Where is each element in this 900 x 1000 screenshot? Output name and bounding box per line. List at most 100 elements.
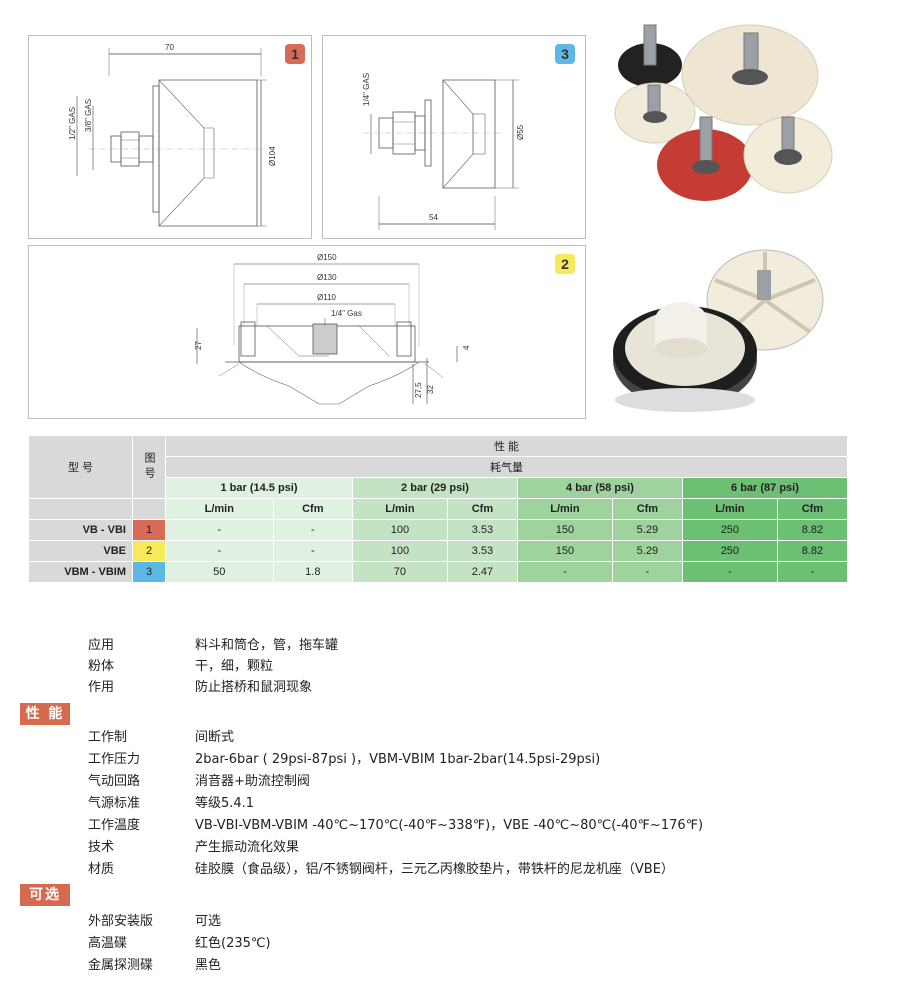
value-cell: 5.29 <box>611 540 683 562</box>
unit-header: L/min <box>516 498 613 520</box>
figure-cell: 1 <box>132 519 166 541</box>
model-cell: VBE <box>28 540 133 562</box>
model-cell: VBM - VBIM <box>28 561 133 583</box>
spec-key: 材质 <box>88 862 115 877</box>
spec-value: 间断式 <box>195 730 235 745</box>
figure-badge-2: 2 <box>555 254 575 274</box>
figure-header: 图号 <box>132 435 166 499</box>
performance-table: 型 号 图号 性 能 耗气量 1 bar (14.5 psi) 2 bar (2… <box>28 435 849 583</box>
figure-badge-1: 1 <box>285 44 305 64</box>
spec-key: 高温碟 <box>88 936 128 951</box>
performance-header: 性 能 <box>165 435 848 457</box>
pressure-header-4: 4 bar (58 psi) <box>516 477 683 499</box>
height-right-label: 4 <box>462 345 471 350</box>
unit-header: L/min <box>165 498 274 520</box>
technical-drawing-2: Ø150 Ø130 Ø110 1/4" Gas 27 4 27,5 32 <box>194 253 471 405</box>
figure-cell: 3 <box>132 561 166 583</box>
spec-key: 气源标准 <box>88 796 141 811</box>
value-cell: - <box>165 519 274 541</box>
section-options: 可选 <box>20 884 70 906</box>
drawing-panel-3: 3 1/4" GAS Ø55 54 <box>322 35 586 239</box>
thread-label: 1/4" GAS <box>362 73 371 106</box>
spec-value: 等级5.4.1 <box>195 796 255 811</box>
value-cell: 100 <box>352 519 448 541</box>
pressure-header-1: 1 bar (14.5 psi) <box>165 477 353 499</box>
spec-value: VB-VBI-VBM-VBIM -40℃~170℃(-40℉~338℉)，VBE… <box>195 818 704 833</box>
spec-value: 红色(235℃) <box>195 936 271 951</box>
value-cell: 100 <box>352 540 448 562</box>
table-row: VBM - VBIM 3 50 1.8 70 2.47 - - - - <box>28 561 849 583</box>
value-cell: 5.29 <box>611 519 683 541</box>
value-cell: 3.53 <box>446 519 518 541</box>
unit-header: L/min <box>681 498 778 520</box>
unit-header: L/min <box>352 498 448 520</box>
pressure-header-2: 2 bar (29 psi) <box>352 477 518 499</box>
spec-key: 作用 <box>88 680 115 695</box>
value-cell: 1.8 <box>272 561 354 583</box>
spec-key: 气动回路 <box>88 774 141 789</box>
spec-value: 产生振动流化效果 <box>195 840 300 855</box>
dia-outer-label: Ø150 <box>317 253 337 262</box>
technical-drawing-1: 70 Ø104 1/2" GAS 3/8" GAS <box>68 43 277 227</box>
height-b-label: 32 <box>426 385 435 394</box>
model-header: 型 号 <box>28 435 133 499</box>
table-row: VB - VBI 1 - - 100 3.53 150 5.29 250 8.8… <box>28 519 849 541</box>
drawing-panel-2: 2 Ø150 Ø130 Ø110 1/4" Gas 27 4 27,5 <box>28 245 586 419</box>
spec-value: 料斗和筒仓，管，拖车罐 <box>195 638 339 653</box>
consumption-header: 耗气量 <box>165 456 848 478</box>
table-row: VBE 2 - - 100 3.53 150 5.29 250 8.82 <box>28 540 849 562</box>
spec-value: 消音器+助流控制阀 <box>195 774 310 789</box>
value-cell: - <box>272 519 354 541</box>
value-cell: 8.82 <box>776 540 849 562</box>
spec-key: 外部安装版 <box>88 914 154 929</box>
value-cell: - <box>681 561 778 583</box>
unit-header: Cfm <box>611 498 683 520</box>
spec-value: 黑色 <box>195 958 222 973</box>
value-cell: 70 <box>352 561 448 583</box>
spec-key: 应用 <box>88 638 115 653</box>
dim-diameter-label: Ø55 <box>516 124 525 140</box>
thread-label: 1/4" Gas <box>331 309 362 318</box>
dim-diameter-label: Ø104 <box>268 146 277 166</box>
height-a-label: 27,5 <box>414 382 423 398</box>
spec-key: 工作温度 <box>88 818 141 833</box>
product-photo-discs <box>614 24 833 201</box>
dim-width-label: 70 <box>165 43 174 52</box>
spec-value: 2bar-6bar ( 29psi-87psi )，VBM-VBIM 1bar-… <box>195 752 601 767</box>
dia-mid-label: Ø130 <box>317 273 337 282</box>
section-performance: 性 能 <box>20 703 70 725</box>
value-cell: - <box>165 540 274 562</box>
unit-header: Cfm <box>272 498 354 520</box>
value-cell: 150 <box>516 540 613 562</box>
technical-drawing-3: 1/4" GAS Ø55 54 <box>362 73 525 230</box>
value-cell: - <box>272 540 354 562</box>
value-cell: 3.53 <box>446 540 518 562</box>
spec-key: 技术 <box>88 840 115 855</box>
value-cell: 250 <box>681 540 778 562</box>
value-cell: - <box>516 561 613 583</box>
value-cell: - <box>611 561 683 583</box>
spec-value: 干，细，颗粒 <box>195 659 274 674</box>
value-cell: 150 <box>516 519 613 541</box>
spec-key: 工作制 <box>88 730 128 745</box>
drawing-panel-1: 1 70 Ø104 1/2" GAS 3/8" GAS <box>28 35 312 239</box>
figure-badge-3: 3 <box>555 44 575 64</box>
unit-header: Cfm <box>776 498 849 520</box>
value-cell: 2.47 <box>446 561 518 583</box>
figure-cell: 2 <box>132 540 166 562</box>
spec-value: 可选 <box>195 914 222 929</box>
height-left-label: 27 <box>194 341 203 350</box>
unit-header: Cfm <box>446 498 518 520</box>
spec-key: 粉体 <box>88 659 115 674</box>
product-photo-vbe <box>613 249 824 412</box>
value-cell: 8.82 <box>776 519 849 541</box>
value-cell: 50 <box>165 561 274 583</box>
thread-label-b: 3/8" GAS <box>84 99 93 132</box>
dia-inner-label: Ø110 <box>317 293 337 302</box>
spec-key: 工作压力 <box>88 752 141 767</box>
value-cell: 250 <box>681 519 778 541</box>
dim-width-label: 54 <box>429 213 438 222</box>
thread-label-a: 1/2" GAS <box>68 107 77 140</box>
spec-value: 防止搭桥和鼠洞现象 <box>195 680 313 695</box>
spec-key: 金属探测碟 <box>88 958 154 973</box>
